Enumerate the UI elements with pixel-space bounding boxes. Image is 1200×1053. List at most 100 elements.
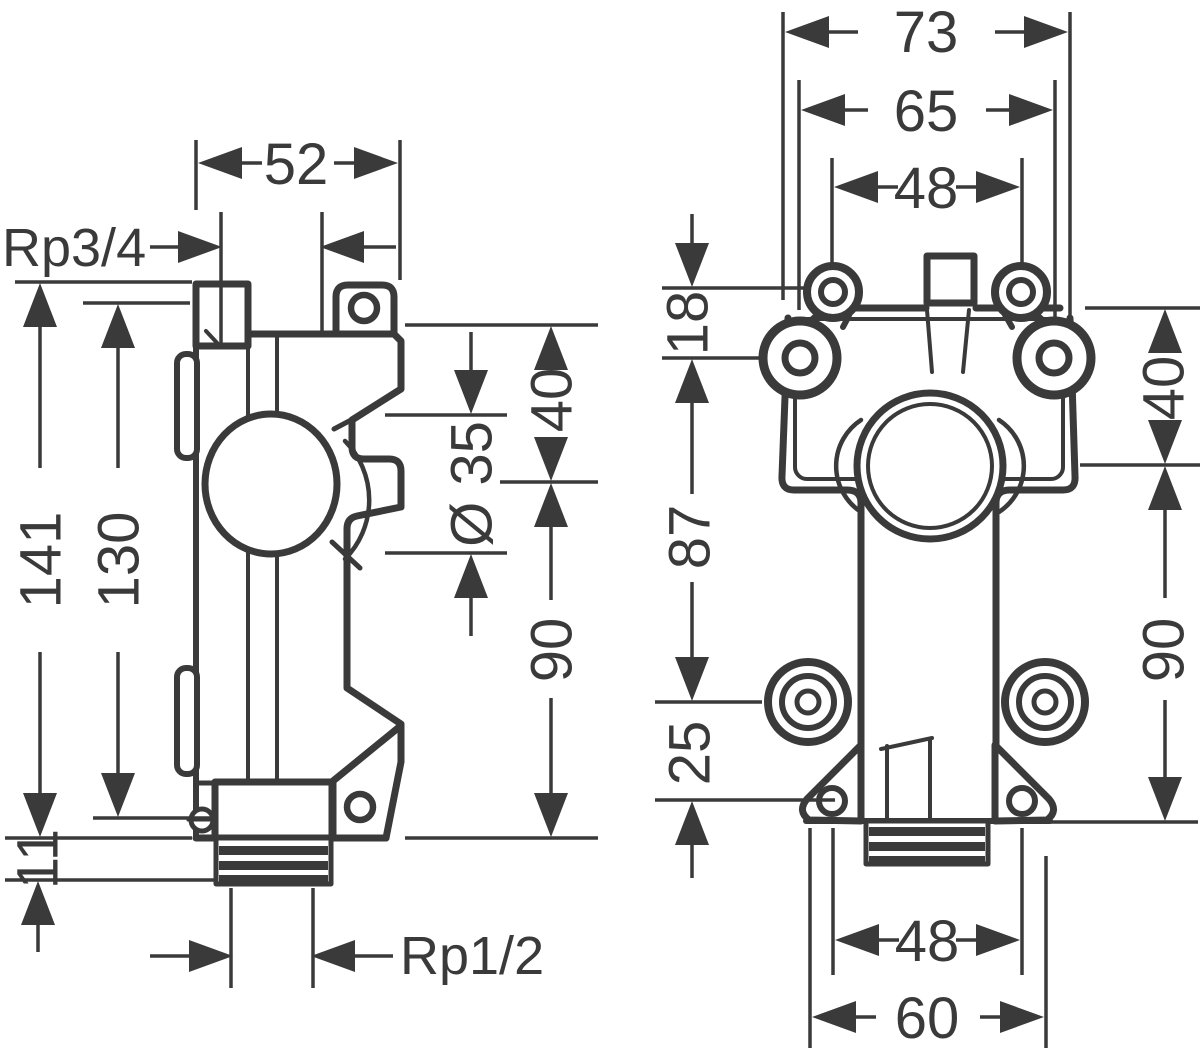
front-upper-left-boss: [758, 316, 842, 400]
label-thread-rp12: Rp1/2: [400, 926, 544, 986]
arrow-48b-left: [835, 924, 879, 956]
arrow-87-bottom: [675, 657, 709, 701]
front-top-right-ear: [991, 262, 1051, 322]
dim-label-90-front: 90: [1131, 618, 1196, 683]
front-neck-interior: [925, 308, 971, 374]
side-bottom-ear-hole: [343, 790, 377, 824]
ext-lines-side-top: [194, 140, 402, 346]
front-top-left-ear: [803, 262, 863, 322]
dimension-lines: [5, 12, 1200, 1048]
dim-label-diameter-35: Ø 35: [439, 421, 504, 547]
side-dome-inner-arc: [342, 438, 372, 562]
arrow-90L-bottom: [534, 793, 568, 837]
arrow-rp12-right: [311, 940, 355, 972]
arrow-18-bottom: [675, 359, 709, 403]
arrow-52-left: [198, 147, 242, 179]
arrow-48t-right: [976, 171, 1020, 203]
side-dome-diagonals: [329, 416, 363, 571]
dim-label-width-48-bottom: 48: [895, 909, 960, 974]
ext-lines-front-top: [781, 12, 1072, 320]
dim-label-40-front: 40: [1131, 356, 1196, 421]
arrow-11-bottom: [21, 881, 55, 925]
front-lower-left-boss-hole: [794, 688, 822, 716]
arrow-141-bottom: [23, 793, 57, 837]
arrow-60-right: [1000, 1001, 1044, 1033]
ext-lines-front-bottom: [808, 828, 1048, 1048]
arrow-48b-right: [976, 924, 1020, 956]
front-upper-left-boss-hole: [781, 339, 819, 377]
dim-label-25: 25: [657, 721, 722, 786]
dim-label-width-52: 52: [264, 132, 329, 197]
arrow-90L-top: [534, 483, 568, 527]
label-thread-rp34: Rp3/4: [2, 218, 146, 278]
arrow-73-left: [785, 16, 829, 48]
front-top-neck: [923, 252, 978, 307]
front-lower-right-boss-hole: [1031, 688, 1059, 716]
dim-label-height-130: 130: [86, 512, 151, 609]
dim-label-40-side: 40: [519, 368, 584, 433]
arrow-90R-top: [1148, 466, 1182, 510]
arrow-40L-top: [534, 326, 568, 370]
arrow-65-left: [801, 94, 845, 126]
front-view-body: [758, 252, 1096, 867]
dim-label-87: 87: [657, 505, 722, 570]
dim-label-width-65: 65: [894, 79, 959, 144]
arrow-52-right: [354, 147, 398, 179]
ext-lines-side-right: [385, 323, 598, 840]
front-upper-right-boss-hole: [1035, 339, 1073, 377]
ext-lines-front-left: [655, 286, 835, 802]
dim-stems-front: [690, 30, 1167, 1019]
front-thread-band: [869, 827, 985, 836]
arrow-rp12-left: [189, 940, 233, 972]
dim-label-width-73: 73: [894, 0, 959, 65]
dim-label-width-60: 60: [895, 986, 960, 1051]
arrow-35-bottom: [454, 554, 488, 598]
front-lower-right-boss-ring: [1016, 673, 1074, 731]
front-top-right-ear-hole: [1006, 277, 1036, 307]
side-stub-detail: [204, 329, 221, 347]
front-central-bore-inner: [866, 402, 994, 530]
arrow-25-bottom: [675, 801, 709, 845]
side-thread-band: [219, 875, 328, 882]
arrow-48t-left: [834, 171, 878, 203]
side-top-ear-hole: [347, 291, 381, 325]
front-thread-band: [869, 842, 985, 851]
side-outlet-block: [211, 778, 336, 842]
front-bottom-right-ear: [991, 741, 1057, 825]
side-top-ear: [332, 281, 398, 338]
front-thread-band: [869, 856, 985, 864]
ext-lines-front-right: [1045, 306, 1200, 824]
arrow-rp34-left: [178, 231, 222, 263]
ext-lines-side-bottom: [229, 888, 315, 988]
dim-label-18: 18: [655, 291, 720, 356]
side-left-tab-upper: [174, 351, 200, 461]
front-bottom-left-ear: [799, 741, 865, 825]
dim-label-width-48-top: 48: [894, 156, 959, 221]
front-upper-right-boss: [1012, 316, 1096, 400]
ext-lines-side-left: [5, 280, 218, 882]
arrow-65-right: [1009, 94, 1053, 126]
arrow-60-left: [812, 1001, 856, 1033]
arrow-40R-bottom: [1148, 420, 1182, 464]
front-trunk-interior: [879, 736, 934, 820]
dim-label-height-141: 141: [8, 512, 73, 609]
front-shoulder-outline: [778, 304, 1079, 824]
front-side-arcs: [833, 417, 1027, 515]
side-interior-lines: [246, 334, 279, 784]
arrow-130-bottom: [101, 773, 135, 817]
front-bottom-right-ear-hole: [1006, 785, 1038, 817]
dim-stems-side: [36, 161, 553, 958]
side-bottom-ear: [329, 724, 402, 842]
arrow-40R-top: [1148, 309, 1182, 353]
arrow-40L-bottom: [534, 437, 568, 481]
arrow-35-top: [454, 370, 488, 414]
arrow-130-top: [101, 304, 135, 348]
arrow-141-top: [23, 283, 57, 327]
arrow-rp34-right: [320, 231, 364, 263]
arrow-73-right: [1024, 16, 1068, 48]
front-top-left-ear-hole: [818, 277, 848, 307]
dim-label-90-side: 90: [519, 618, 584, 683]
